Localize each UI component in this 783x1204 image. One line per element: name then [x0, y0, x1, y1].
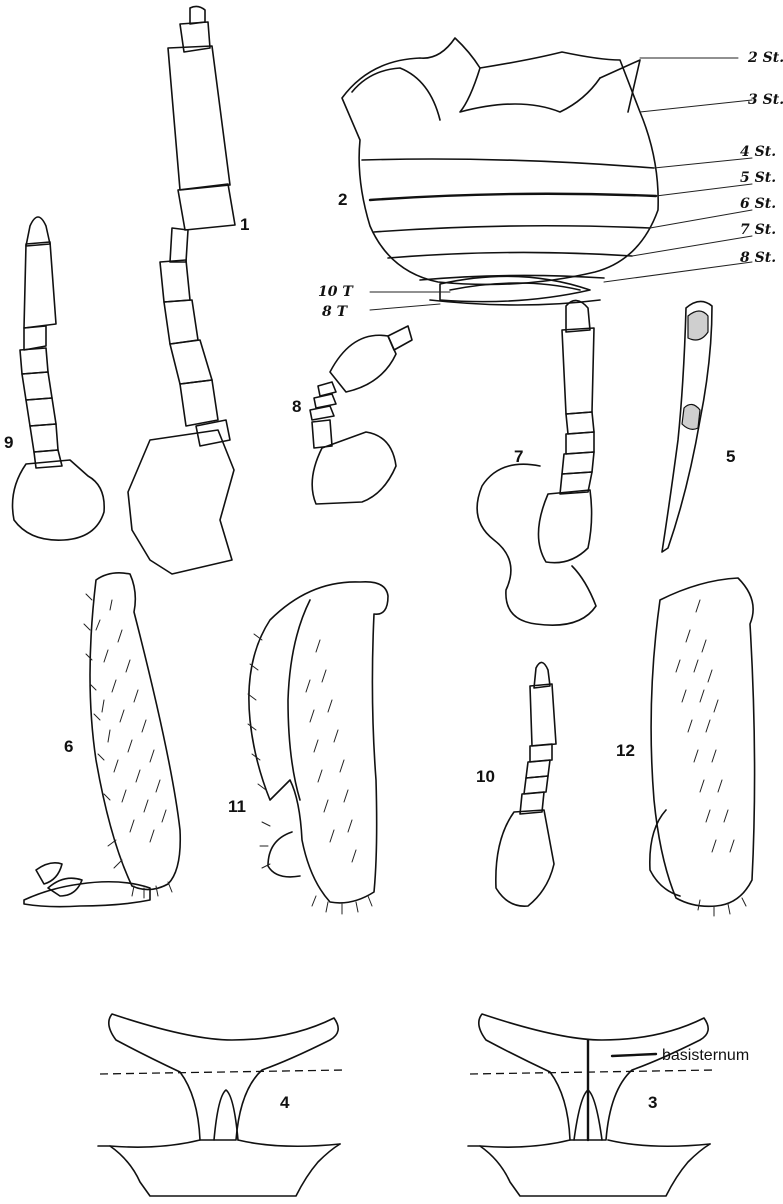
fig5-number: 5 — [726, 447, 735, 466]
fig5-mandible — [662, 301, 712, 552]
fig8-antenna — [310, 326, 412, 504]
fig2-label-st4: 4 St. — [740, 144, 776, 160]
fig10-antenna — [496, 662, 556, 906]
fig2-label-st8: 8 St. — [740, 250, 776, 266]
fig4-number: 4 — [280, 1093, 290, 1112]
fig1-antenna — [128, 6, 235, 574]
fig11-tibia — [248, 582, 388, 914]
fig2-label-st3: 3 St. — [748, 92, 783, 108]
basisternum-label: basisternum — [662, 1047, 749, 1064]
fig2-label-st2: 2 St. — [747, 50, 783, 66]
fig12-tibia — [650, 578, 755, 916]
fig7-number: 7 — [514, 447, 523, 466]
fig9-number: 9 — [4, 433, 13, 452]
fig11-number: 11 — [228, 797, 246, 816]
fig1-number: 1 — [240, 215, 249, 234]
fig6-number: 6 — [64, 737, 73, 756]
fig8-number: 8 — [292, 397, 301, 416]
fig2-abdomen — [342, 38, 752, 310]
fig4-prosternum — [98, 1014, 346, 1196]
fig3-number: 3 — [648, 1093, 657, 1112]
fig2-label-t10: 10 T — [318, 284, 354, 300]
fig7-antenna — [477, 300, 596, 625]
fig2-label-st7: 7 St. — [740, 222, 776, 238]
fig2-label-st5: 5 St. — [740, 170, 776, 186]
fig2-label-st6: 6 St. — [740, 196, 776, 212]
fig6-tibia — [24, 573, 180, 907]
fig10-number: 10 — [476, 767, 495, 786]
fig12-number: 12 — [616, 741, 635, 760]
fig9-antenna — [13, 217, 105, 540]
fig2-number: 2 — [338, 190, 347, 209]
fig2-label-t8: 8 T — [322, 304, 349, 320]
fig3-prosternum — [468, 1014, 716, 1196]
